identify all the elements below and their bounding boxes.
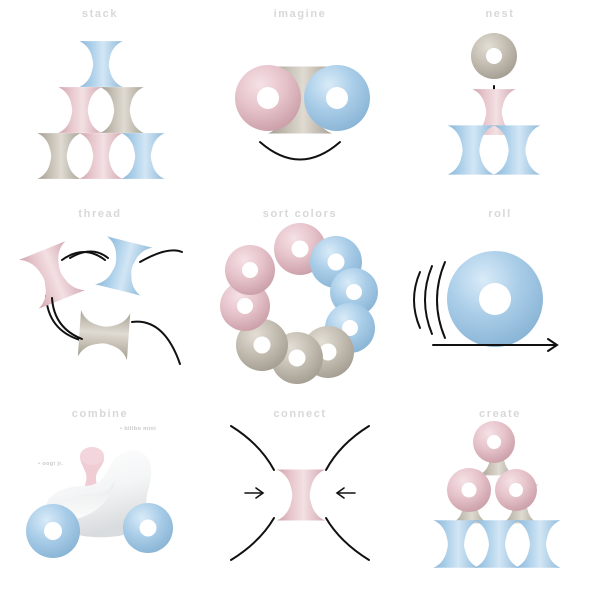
- panel-roll[interactable]: roll: [400, 200, 600, 400]
- smile-curve-icon: [259, 141, 341, 161]
- panel-label-create: create: [478, 408, 521, 420]
- piece-donut-blue-right-eye: [304, 65, 370, 131]
- panel-stage-thread: [0, 200, 200, 400]
- piece-spool-blue: [121, 133, 165, 179]
- piece-spool-blue: [474, 520, 520, 568]
- piece-spool-pink: [58, 87, 102, 133]
- panel-label-roll: roll: [488, 208, 512, 220]
- piece-donut-beige: [236, 319, 288, 371]
- panel-label-sort-colors: sort colors: [262, 208, 338, 220]
- corner-curves-icon: [230, 425, 370, 561]
- panel-stage-create: [400, 400, 600, 600]
- panel-stage-imagine: [200, 0, 400, 200]
- panel-connect[interactable]: connect: [200, 400, 400, 600]
- panel-label-connect: connect: [273, 408, 327, 420]
- annotation-bullet: •: [120, 426, 123, 432]
- piece-spool-blue: [79, 41, 123, 87]
- piece-spool-blue: [515, 520, 561, 568]
- piece-donut-pink: [225, 245, 275, 295]
- panel-stage-roll: [400, 200, 600, 400]
- panel-label-combine: combine: [71, 408, 129, 420]
- panel-label-imagine: imagine: [273, 8, 327, 20]
- panel-label-nest: nest: [485, 8, 515, 20]
- panel-nest[interactable]: nest: [400, 0, 600, 200]
- panel-thread[interactable]: thread: [0, 200, 200, 400]
- piece-donut-blue-front-wheel: [123, 503, 173, 553]
- piece-spool-beige: [100, 87, 144, 133]
- panel-imagine[interactable]: imagine: [200, 0, 400, 200]
- panel-stage-stack: [0, 0, 200, 200]
- annotation-bilibo-mini: • bilibo mini: [120, 426, 156, 432]
- panel-create[interactable]: create: [400, 400, 600, 600]
- piece-spool-blue: [433, 520, 479, 568]
- right-arrow-icon: [432, 338, 559, 352]
- piece-spool-beige: [37, 133, 81, 179]
- panel-stack[interactable]: stack: [0, 0, 200, 200]
- piece-spool-beige: [77, 309, 131, 361]
- panel-combine[interactable]: combine: [0, 400, 200, 600]
- piece-donut-pink: [495, 469, 537, 511]
- right-arrow-in-icon: [335, 487, 356, 499]
- annotation-bullet: •: [38, 461, 41, 467]
- motion-arcs-icon: [413, 261, 446, 339]
- panel-label-stack: stack: [81, 8, 119, 20]
- piece-donut-pink: [447, 468, 491, 512]
- piece-spool-pink: [79, 133, 123, 179]
- panel-stage-connect: [200, 400, 400, 600]
- panel-stage-combine: • bilibo mini • oogi jr.: [0, 400, 200, 600]
- panel-stage-sort-colors: [200, 200, 400, 400]
- piece-spool-blue: [94, 236, 153, 296]
- piece-donut-pink: [473, 421, 515, 463]
- annotation-oogi-jr: • oogi jr.: [38, 461, 63, 467]
- piece-donut-blue-rear-wheel: [26, 504, 80, 558]
- piece-donut-blue-rolling: [447, 251, 543, 347]
- annotation-text: oogi jr.: [42, 461, 64, 467]
- piece-spool-pink-center: [276, 469, 326, 521]
- annotation-text: bilibo mini: [124, 426, 157, 432]
- panel-label-thread: thread: [78, 208, 122, 220]
- piece-donut-blue: [330, 268, 378, 316]
- piece-donut-beige-falling: [471, 33, 517, 79]
- left-arrow-in-icon: [244, 487, 265, 499]
- panel-sort-colors[interactable]: sort colors: [200, 200, 400, 400]
- piece-donut-pink-left-eye: [235, 65, 301, 131]
- donut-ring: [220, 223, 378, 384]
- panel-stage-nest: [400, 0, 600, 200]
